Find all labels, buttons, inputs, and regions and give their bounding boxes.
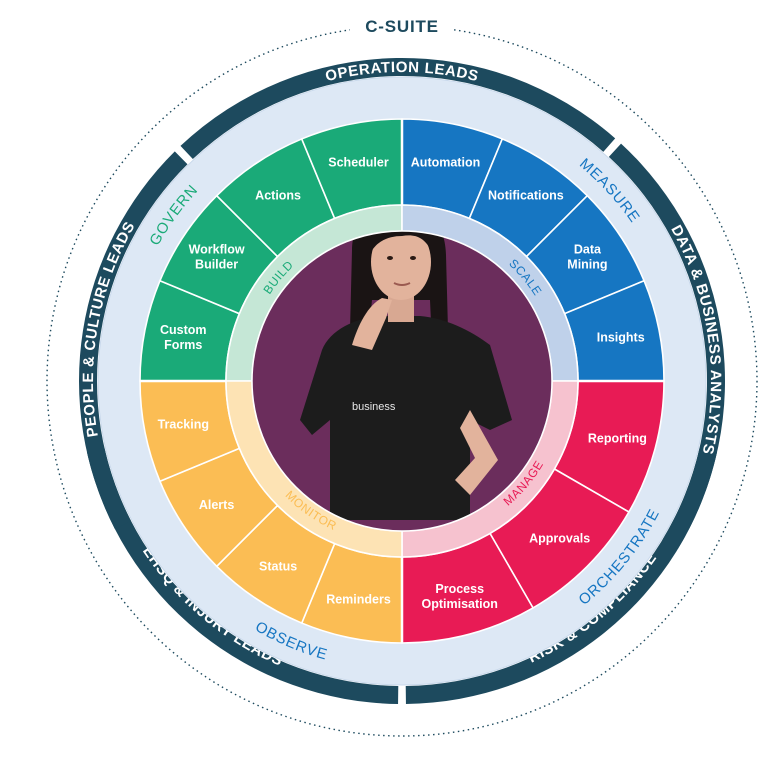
segment-reporting: Reporting [553,380,665,514]
segment-label: Builder [195,258,238,272]
face [371,231,431,300]
segment-label: Notifications [488,189,564,203]
segment-label: Alerts [199,498,234,512]
segment-label: Workflow [189,243,245,257]
segment-reminders: Reminders [300,542,403,644]
segment-label: Optimisation [422,597,498,611]
segment-label: Reporting [588,432,647,446]
role-segment [79,151,188,530]
segment-label: Reminders [326,593,391,607]
segment-label: Data [574,243,602,257]
role-segment [608,143,725,549]
feature-segments: CustomFormsWorkflowBuilderActionsSchedul… [139,118,665,644]
shirt-text: business [352,401,396,413]
segment-label: Forms [164,338,202,352]
segment-label: Actions [255,189,301,203]
segment-label: Insights [597,330,645,344]
hand-on-chin [352,298,392,350]
c-suite-label: C-SUITE [365,17,439,36]
role-segment [180,57,616,160]
segment-label: Status [259,559,297,573]
segment-label: Automation [411,155,480,169]
c-suite-label-group: C-SUITE [350,14,454,38]
segment-label: Process [435,582,484,596]
person-illustration: business [300,231,512,520]
segment-label: Tracking [158,418,209,432]
c-suite-label-background [350,14,454,38]
segment-label: Approvals [529,532,590,546]
center-portrait: business [251,230,553,532]
role-segment [86,448,399,704]
dotted-circle [46,25,758,737]
c-suite-dotted-circle [46,25,758,737]
segment-label: Custom [160,323,207,337]
segment-label: Mining [567,258,607,272]
segment-label: Scheduler [328,155,389,169]
role-segment [405,448,718,704]
segment-tracking: Tracking [139,380,241,483]
black-tshirt [300,316,512,520]
